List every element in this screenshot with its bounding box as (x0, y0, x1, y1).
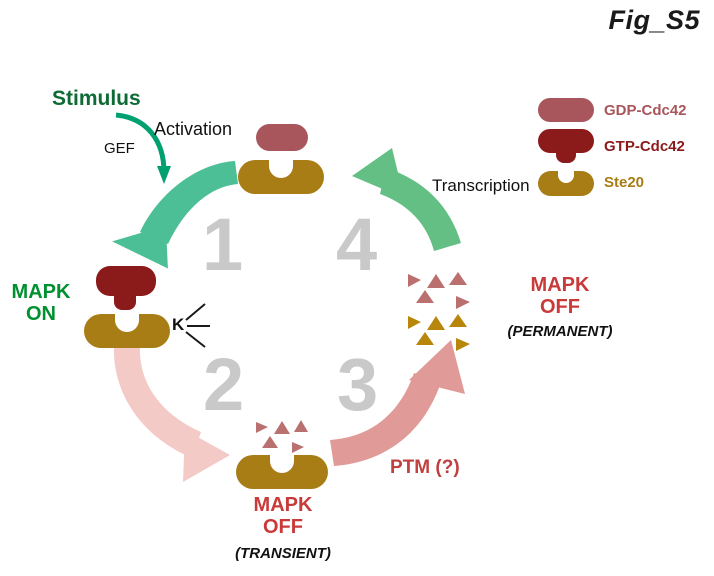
step-number-3: 3 (337, 343, 379, 426)
gdp-cdc42-icon (534, 92, 596, 128)
cdc42-fragments-permanent (408, 272, 470, 309)
mapk-off-transient-sub: (TRANSIENT) (235, 545, 331, 562)
stimulus-label: Stimulus (52, 87, 141, 110)
ste20-shape (238, 158, 324, 194)
mapk-off-transient-line2: OFF (263, 516, 303, 539)
gef-label: GEF (104, 140, 135, 157)
ste20-shape-active (84, 312, 170, 348)
ste20-fragments-permanent (408, 314, 470, 351)
gtp-cdc42-shape (96, 266, 156, 296)
activation-label: Activation (154, 119, 233, 139)
legend-item-gdp-cdc42: GDP-Cdc42 (534, 92, 706, 128)
arrow-step-1 (112, 161, 238, 269)
mapk-off-permanent-status: MAPK OFF (505, 274, 615, 319)
legend: GDP-Cdc42 GTP-Cdc42 Ste20 (534, 92, 706, 200)
legend-item-gtp-cdc42: GTP-Cdc42 (534, 128, 706, 164)
mapk-on-status: MAPK ON (2, 281, 80, 326)
gdp-cdc42-shape (256, 124, 308, 151)
step-number-2: 2 (203, 343, 245, 426)
cdc42-fragments (256, 420, 308, 453)
node-inactive-complex (238, 124, 324, 200)
ste20-icon (534, 164, 596, 200)
kinase-activity-rays (185, 303, 210, 348)
gef-arrow (115, 112, 171, 184)
mapk-on-line2: ON (26, 303, 56, 326)
arrow-step-2 (113, 345, 230, 482)
step-number-1: 1 (202, 203, 244, 286)
legend-label-gtp-cdc42: GTP-Cdc42 (604, 137, 685, 155)
legend-label-gdp-cdc42: GDP-Cdc42 (604, 101, 687, 119)
mapk-off-permanent-line1: MAPK (530, 274, 590, 296)
mapk-off-permanent-line2: OFF (540, 296, 580, 319)
kinase-label: K (172, 315, 185, 334)
arrow-step-4 (352, 148, 461, 251)
step-number-4: 4 (336, 203, 378, 286)
mapk-on-line1: MAPK (11, 281, 71, 303)
ste20-shape-transient (236, 453, 328, 489)
legend-item-ste20: Ste20 (534, 164, 706, 200)
transcription-label: Transcription (432, 176, 530, 195)
ptm-label: PTM (?) (390, 457, 460, 478)
mapk-off-transient-status: MAPK OFF (228, 494, 338, 539)
legend-label-ste20: Ste20 (604, 173, 645, 191)
gtp-cdc42-stem (114, 292, 136, 310)
node-transient-off (236, 418, 328, 489)
figure-title: Fig_S5 (608, 5, 700, 35)
node-permanent-off (408, 272, 488, 351)
arrow-step-3 (330, 340, 465, 466)
mapk-off-transient-line1: MAPK (253, 494, 313, 516)
mapk-off-permanent-sub: (PERMANENT) (507, 323, 613, 340)
node-active-complex (84, 266, 170, 348)
gtp-cdc42-icon (534, 128, 596, 164)
